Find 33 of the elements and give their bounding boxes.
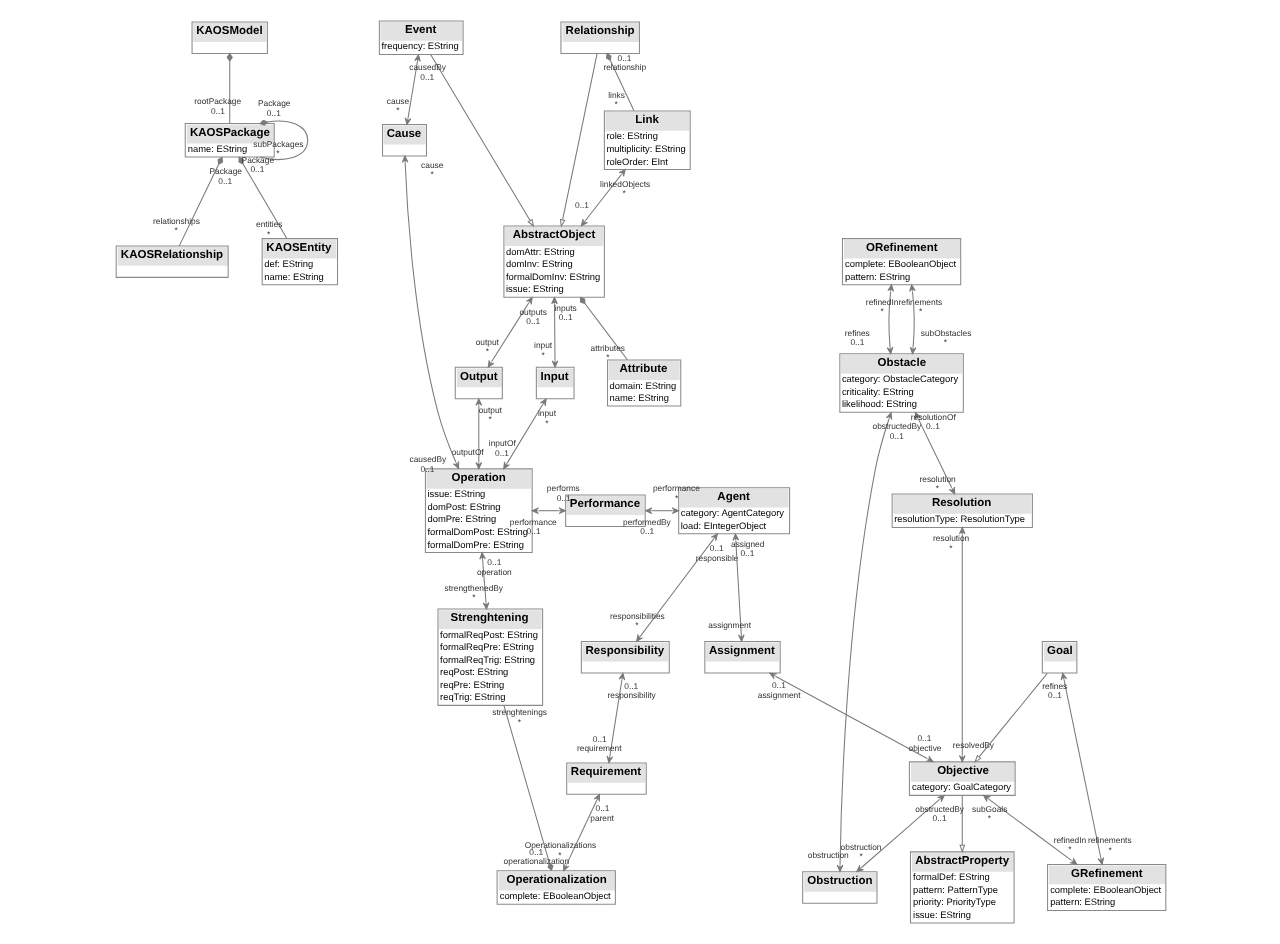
arrow bbox=[400, 155, 459, 469]
arrow bbox=[957, 527, 965, 763]
connector bbox=[502, 705, 553, 872]
arrow bbox=[731, 533, 744, 642]
arrow bbox=[885, 284, 894, 355]
arrow bbox=[474, 398, 482, 470]
arrow bbox=[502, 398, 546, 470]
arrow bbox=[403, 54, 420, 125]
arrow bbox=[982, 794, 1077, 865]
arrow bbox=[835, 412, 892, 872]
arrow bbox=[768, 672, 933, 763]
arrow bbox=[908, 284, 916, 355]
arrow bbox=[429, 54, 534, 228]
arrow bbox=[635, 533, 717, 642]
arrow bbox=[1059, 672, 1104, 865]
connector bbox=[177, 156, 223, 247]
arrow bbox=[605, 672, 625, 764]
arrow bbox=[973, 672, 1047, 764]
arrow bbox=[478, 552, 489, 610]
arrow bbox=[644, 507, 678, 515]
connector bbox=[604, 52, 634, 112]
connector bbox=[225, 52, 232, 124]
arrow bbox=[558, 53, 597, 228]
arrow bbox=[579, 169, 625, 227]
arrow bbox=[562, 794, 599, 872]
arrow bbox=[855, 794, 944, 873]
connector bbox=[578, 296, 627, 361]
arrow bbox=[958, 794, 965, 854]
arrow bbox=[486, 297, 532, 368]
arrow bbox=[550, 297, 558, 368]
arrow bbox=[530, 507, 565, 515]
connector bbox=[237, 156, 287, 239]
connector bbox=[258, 119, 308, 160]
